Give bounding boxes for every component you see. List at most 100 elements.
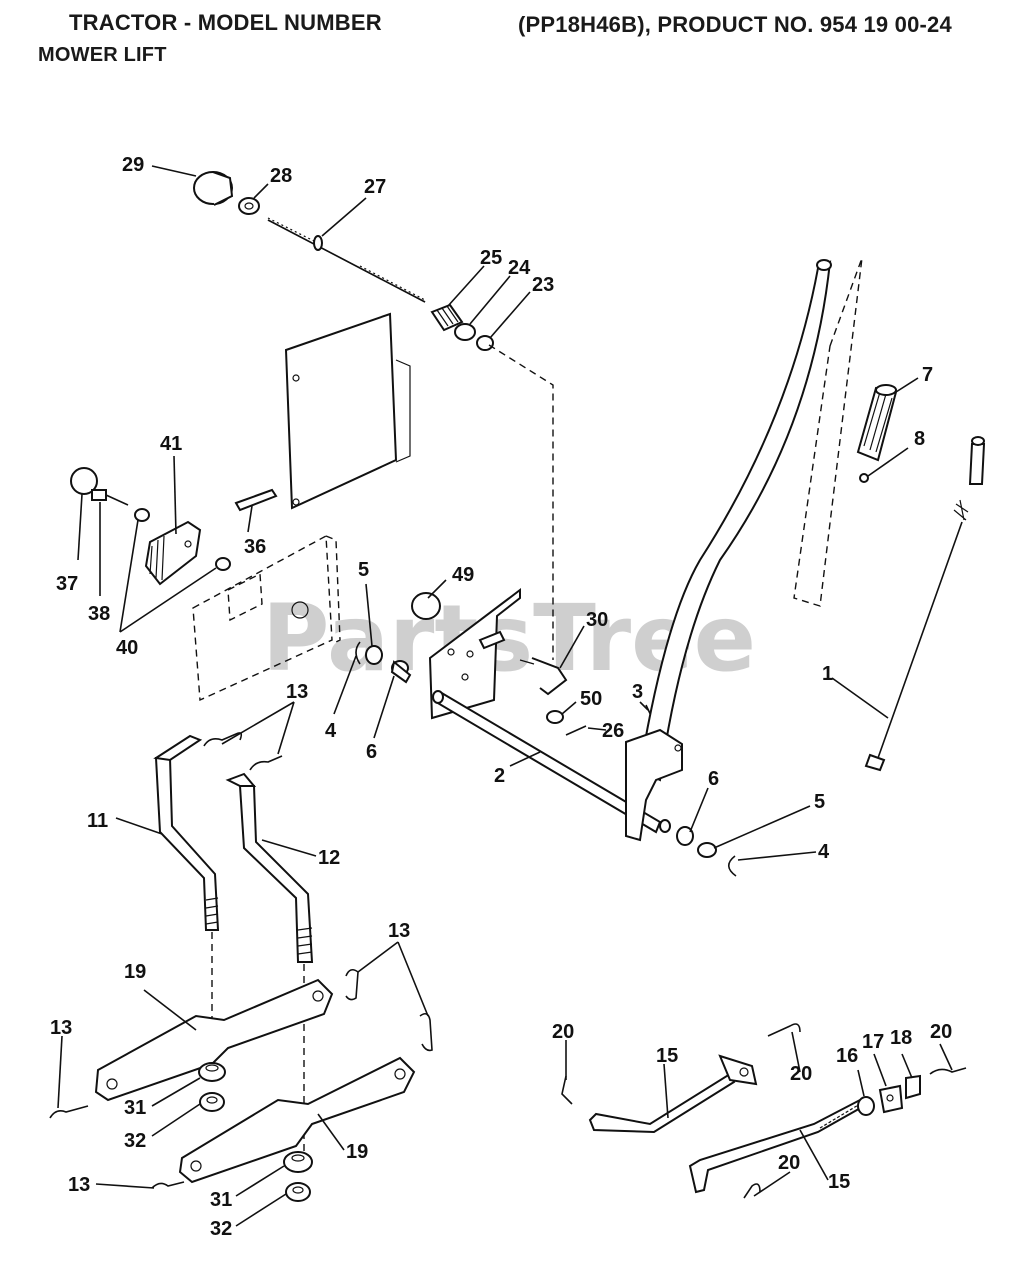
callout-4-upper: 4 — [325, 720, 337, 742]
callout-20-mid: 20 — [790, 1063, 812, 1085]
callout-11: 11 — [87, 810, 108, 832]
part-16-washer — [857, 1096, 875, 1116]
part-11-lift-link — [153, 734, 220, 931]
callout-27: 27 — [364, 176, 386, 198]
part-40-washer-b — [215, 557, 231, 571]
part-36-clip — [234, 488, 278, 512]
part-50-washer — [546, 710, 564, 724]
callout-15-lower: 15 — [828, 1171, 850, 1193]
part-20-clip-b — [767, 1023, 801, 1037]
callouts: 29 28 27 25 24 23 7 8 41 37 38 40 36 5 4… — [50, 154, 952, 1240]
callout-5-lower: 5 — [814, 791, 825, 813]
header-subtitle: MOWER LIFT — [38, 44, 167, 66]
callout-7: 7 — [922, 364, 933, 386]
part-20-clip-c — [743, 1183, 761, 1199]
part-17-block — [878, 1084, 904, 1114]
callout-13-left: 13 — [50, 1017, 72, 1039]
callout-50: 50 — [580, 688, 602, 710]
part-24-washer — [454, 323, 476, 341]
callout-41: 41 — [160, 433, 182, 455]
part-32-nut-top — [199, 1092, 225, 1112]
part-38-bolt — [91, 489, 129, 506]
part-1-handle-rod — [864, 436, 986, 772]
callout-13-mid: 13 — [388, 920, 410, 942]
callout-32-lower: 32 — [210, 1218, 232, 1240]
callout-13-bottom: 13 — [68, 1174, 90, 1196]
callout-5-upper: 5 — [358, 559, 369, 581]
callout-15-upper: 15 — [656, 1045, 678, 1067]
callout-6-upper: 6 — [366, 741, 377, 763]
callout-29: 29 — [122, 154, 144, 176]
callout-19-upper: 19 — [124, 961, 146, 983]
mounting-plate-rear — [284, 312, 411, 510]
part-32-nut-bottom — [285, 1182, 311, 1202]
part-13-clip-a — [203, 732, 243, 747]
part-2-cross-shaft — [432, 690, 662, 834]
part-13-clip-c — [345, 968, 359, 1001]
part-20-clip-a — [561, 1075, 573, 1105]
callout-23: 23 — [532, 274, 554, 296]
callout-30: 30 — [586, 609, 608, 631]
part-19-lift-arm-top — [94, 978, 334, 1102]
part-31-bushing-top — [198, 1062, 226, 1082]
part-6-bushing-right — [659, 819, 694, 846]
part-12-lift-link — [225, 772, 314, 963]
callout-38: 38 — [88, 603, 110, 625]
callout-20-right: 20 — [930, 1021, 952, 1043]
part-25-spring — [430, 303, 464, 332]
part-13-clip-f — [151, 1181, 185, 1189]
chassis-outline — [192, 534, 341, 702]
callout-2: 2 — [494, 765, 505, 787]
part-26-pin — [565, 725, 587, 736]
callout-25: 25 — [480, 247, 502, 269]
callout-20-left: 20 — [552, 1021, 574, 1043]
callout-28: 28 — [270, 165, 292, 187]
leader-lines — [57, 165, 953, 1227]
callout-4-lower: 4 — [818, 841, 830, 863]
part-27-threaded-rod — [267, 217, 426, 303]
part-7-grip — [856, 384, 898, 462]
part-20-clip-d — [929, 1067, 967, 1075]
part-6-bushing-left — [390, 660, 412, 684]
part-41-handle — [144, 520, 202, 586]
callout-40: 40 — [116, 637, 138, 659]
part-5-washer-left — [365, 645, 383, 665]
callout-17: 17 — [862, 1031, 884, 1053]
alignment-line-23-30 — [488, 344, 554, 660]
callout-31-upper: 31 — [124, 1097, 146, 1119]
lift-lever — [625, 259, 832, 842]
part-31-bushing-bottom — [283, 1151, 313, 1173]
callout-16: 16 — [836, 1045, 858, 1067]
callout-3: 3 — [632, 681, 643, 703]
callout-26: 26 — [602, 720, 624, 742]
lever-grip-outline — [793, 257, 863, 607]
part-5-washer-right — [697, 842, 717, 858]
callout-49: 49 — [452, 564, 474, 586]
part-4-clip-right — [727, 855, 737, 877]
callout-24: 24 — [508, 257, 531, 279]
header-title-right: (PP18H46B), PRODUCT NO. 954 19 00-24 — [518, 12, 952, 37]
lift-bracket — [428, 587, 521, 720]
callout-8: 8 — [914, 428, 925, 450]
part-30-pivot — [519, 657, 568, 696]
part-8-ferrule — [859, 473, 869, 483]
callout-6-lower: 6 — [708, 768, 719, 790]
callout-13-upper: 13 — [286, 681, 308, 703]
callout-32-upper: 32 — [124, 1130, 146, 1152]
callout-20-bottom: 20 — [778, 1152, 800, 1174]
callout-1: 1 — [822, 663, 833, 685]
part-19-lift-arm-bottom — [178, 1056, 416, 1184]
callout-19-lower: 19 — [346, 1141, 368, 1163]
part-28-nut — [238, 197, 260, 215]
callout-31-lower: 31 — [210, 1189, 232, 1211]
callout-37: 37 — [56, 573, 78, 595]
part-18-pin — [905, 1074, 921, 1100]
part-13-clip-e — [49, 1105, 89, 1119]
callout-36: 36 — [244, 536, 266, 558]
part-15-rod-upper — [588, 1054, 758, 1134]
part-13-clip-b — [249, 755, 283, 771]
part-49-washer — [411, 592, 441, 620]
callout-18: 18 — [890, 1027, 912, 1049]
part-23-nut — [476, 335, 494, 351]
